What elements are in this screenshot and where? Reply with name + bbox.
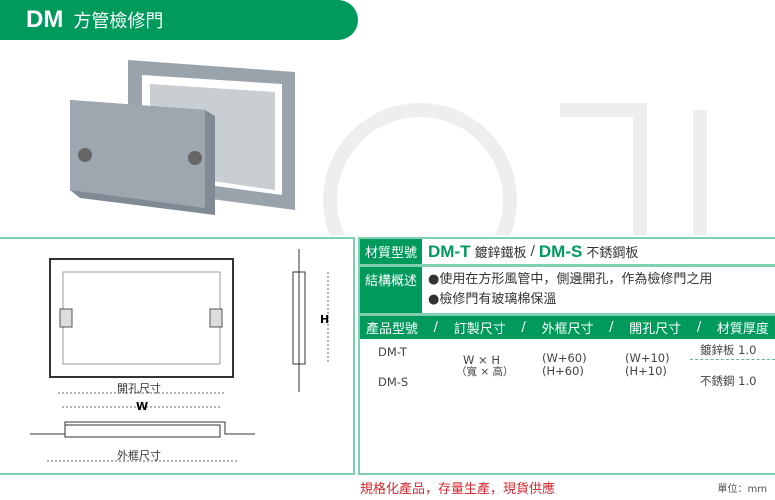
opening-w: (W+10): [625, 351, 670, 365]
product-photo: [70, 60, 707, 235]
height-label: H: [320, 313, 329, 326]
dm-t-code: DM-T: [428, 241, 471, 261]
separator: /: [609, 320, 614, 335]
col-thickness: 材質厚度: [716, 322, 769, 337]
outer-w: (W+60): [542, 351, 587, 365]
separator: /: [530, 244, 535, 259]
unit-note: 單位：mm: [717, 484, 767, 495]
col-custom: 訂製尺寸: [453, 322, 506, 337]
col-outer: 外框尺寸: [541, 322, 594, 337]
structure-row: 結構概述 ●使用在方形風管中，側邊開孔，作為檢修門之用 ●檢修門有玻璃棉保溫: [360, 267, 775, 316]
col-opening: 開孔尺寸: [629, 322, 682, 337]
opening-h: (H+10): [625, 364, 667, 378]
separator: /: [433, 320, 439, 335]
custom-size-note: （寬 × 高）: [456, 366, 514, 378]
structure-line: ●使用在方形風管中，側邊開孔，作為檢修門之用: [428, 272, 713, 287]
product-name: 方管檢修門: [73, 11, 164, 32]
dimension-diagram: H 開孔尺寸 W 外框尺寸: [0, 237, 355, 475]
model-dm-t: DM-T: [378, 345, 407, 359]
structure-line: ●檢修門有玻璃棉保溫: [428, 292, 557, 307]
material-label: 材質型號: [360, 239, 423, 264]
width-label: W: [136, 400, 148, 413]
slogan: 規格化產品，存量生產，現貨供應: [360, 482, 556, 497]
table-header: 產品型號 / 訂製尺寸 / 外框尺寸 / 開孔尺寸 / 材質厚度: [360, 316, 775, 339]
col-model: 產品型號: [366, 322, 419, 337]
custom-size: W × H: [463, 353, 500, 367]
table-body: DM-T DM-S W × H （寬 × 高） (W+60) (H+60) (W…: [360, 339, 775, 439]
model-dm-s: DM-S: [378, 375, 409, 389]
dm-s-code: DM-S: [538, 241, 583, 261]
material-row: 材質型號 DM-T 鍍鋅鐵板 / DM-S 不銹鋼板: [360, 239, 775, 267]
dm-s-material: 不銹鋼板: [586, 246, 639, 261]
product-code: DM: [26, 6, 64, 33]
opening-size-label: 開孔尺寸: [117, 381, 161, 395]
dm-t-material: 鍍鋅鐵板: [474, 246, 527, 261]
thickness-s: 不銹鋼 1.0: [700, 374, 757, 388]
thickness-t: 鍍鋅板 1.0: [700, 343, 757, 357]
spec-panel: 材質型號 DM-T 鍍鋅鐵板 / DM-S 不銹鋼板 結構概述 ●使用在方形風管…: [358, 237, 775, 475]
structure-label: 結構概述: [360, 267, 423, 313]
outer-size-label: 外框尺寸: [117, 448, 161, 462]
title-banner: DM 方管檢修門: [0, 0, 358, 40]
outer-h: (H+60): [542, 364, 584, 378]
separator: /: [696, 320, 702, 335]
separator: /: [521, 320, 526, 335]
